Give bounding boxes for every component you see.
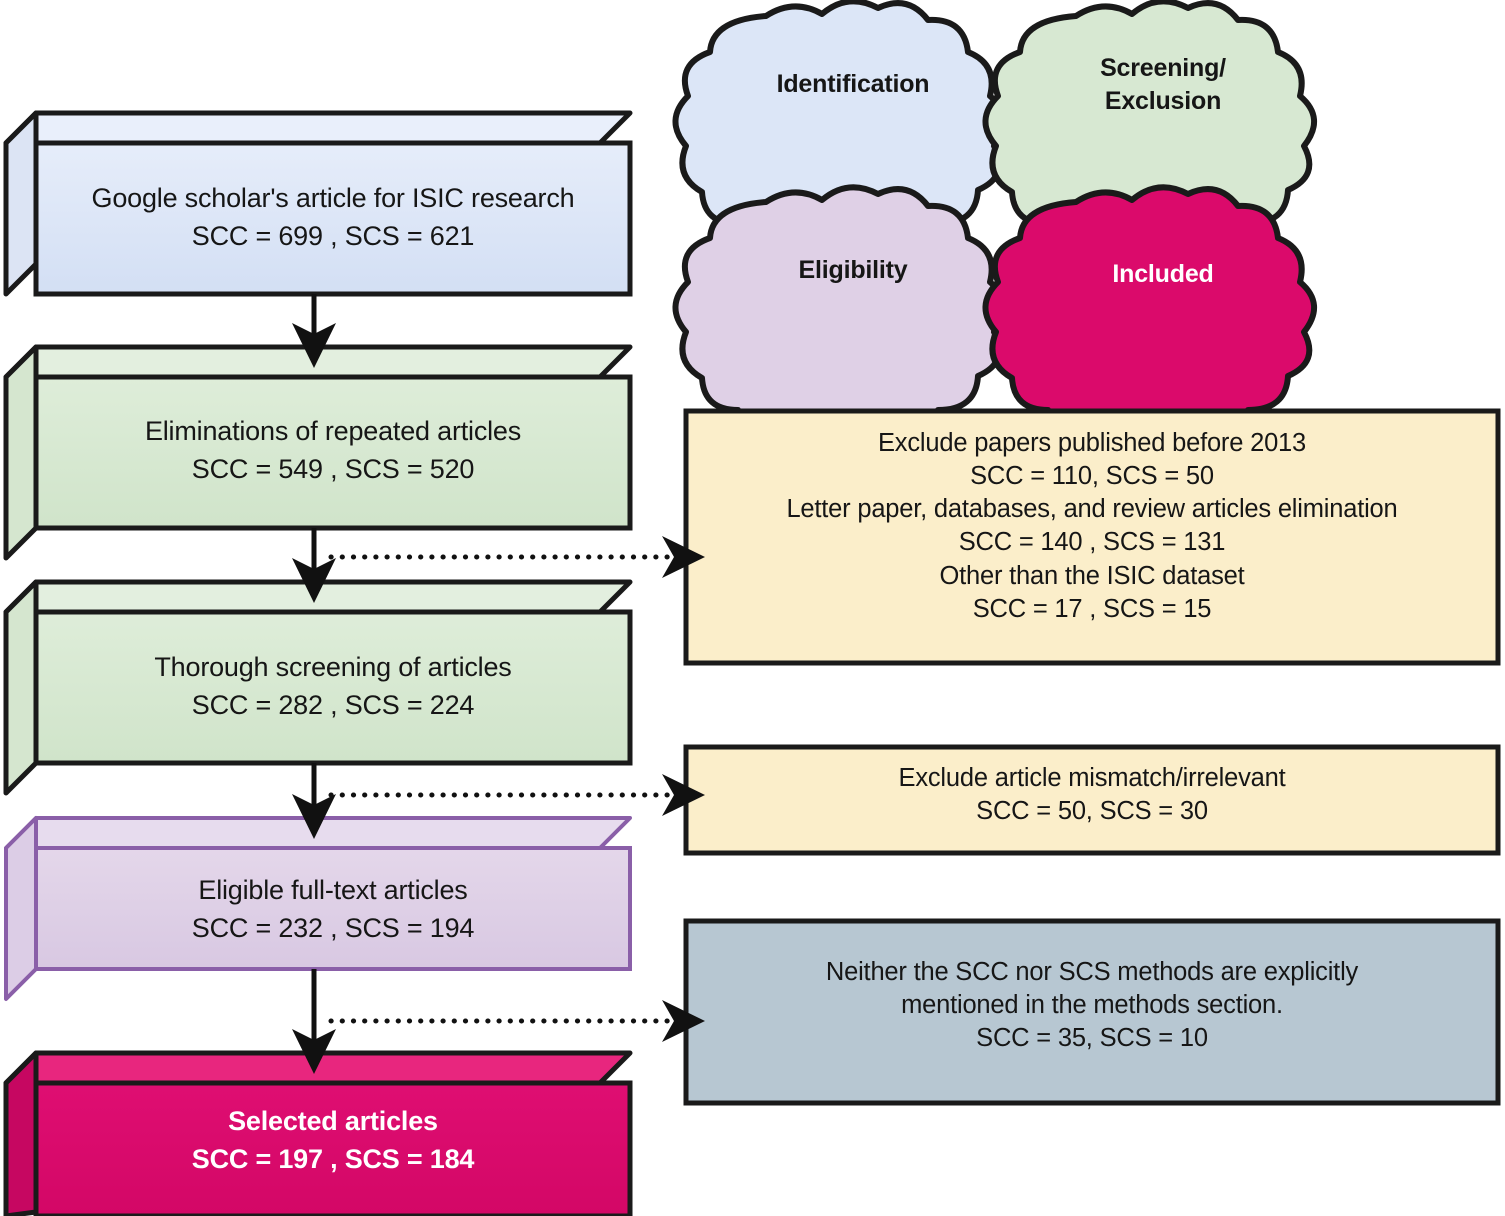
flow-box-eligible-fulltext <box>4 816 632 1001</box>
flow-box-google-scholar-articles <box>3 110 633 297</box>
side-box-exclude-mismatch <box>683 744 1501 856</box>
cloud-eligibility <box>672 184 1007 441</box>
flow-box-eliminations-repeated <box>3 344 633 561</box>
side-box-methods-not-mentioned <box>683 918 1501 1106</box>
side-box-exclusion-criteria <box>683 408 1501 666</box>
cloud-included <box>982 184 1317 441</box>
flow-box-thorough-screening <box>3 579 633 796</box>
flow-box-selected-articles <box>3 1050 633 1216</box>
